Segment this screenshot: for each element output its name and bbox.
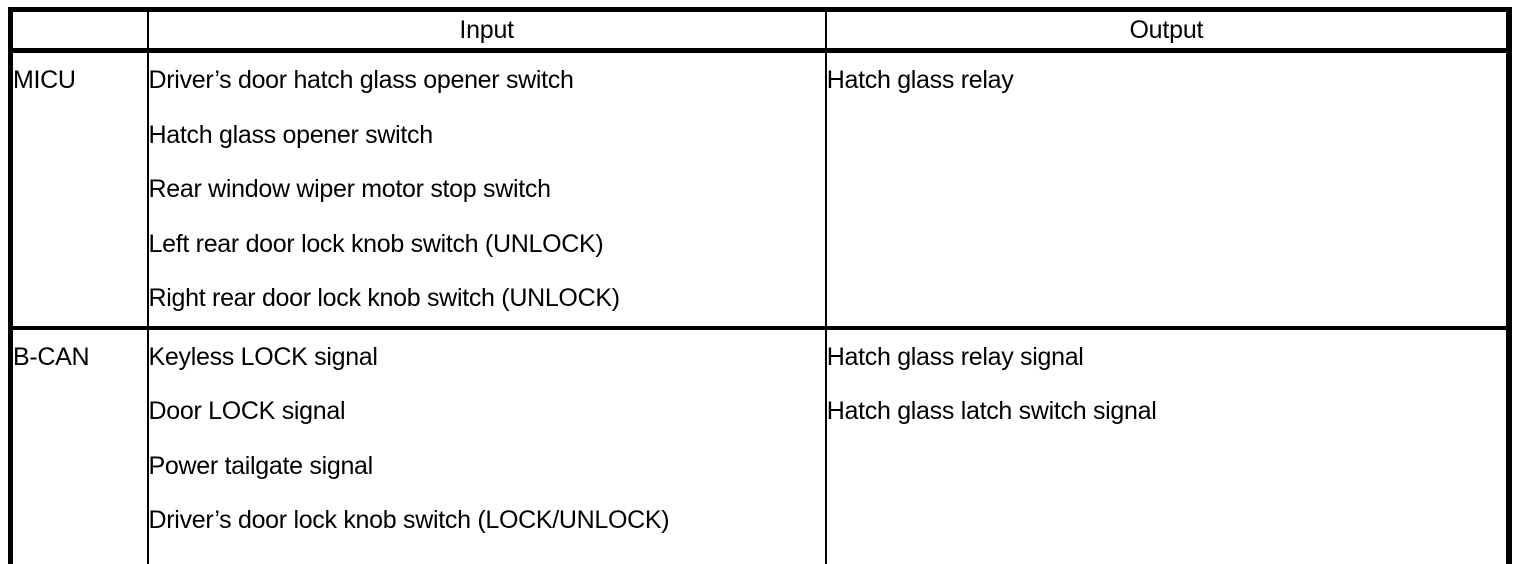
input-item: Right rear door lock knob switch (UNLOCK… [148,284,621,312]
module-label: MICU [13,66,76,94]
input-item: Keyless LOCK signal [148,342,378,371]
cell-output-bcan: Hatch glass relay signal Hatch glass lat… [826,328,1509,564]
input-item: Door LOCK signal [148,397,346,425]
input-item: Hatch glass opener switch [148,120,434,149]
input-item: Passenger’s door lock knob switch (LOCK) [149,548,825,564]
output-item: Hatch glass relay [826,66,1014,94]
header-output: Output [825,9,1509,53]
header-row: Input Output [10,9,1509,53]
table-body: MICU Driver’s door hatch glass opener sw… [10,50,1510,564]
table-header: Input Output [10,9,1509,53]
cell-input-bcan: Keyless LOCK signal Door LOCK signal Pow… [147,327,827,564]
cell-module-bcan: B-CAN [10,327,149,564]
input-item: Left rear door lock knob switch (UNLOCK) [148,229,604,258]
input-item: Driver’s door hatch glass opener switch [148,66,574,94]
module-label: B-CAN [13,342,90,371]
cell-output-micu: Hatch glass relay [825,50,1509,330]
input-item: Driver’s door lock knob switch (LOCK/UNL… [148,506,670,534]
header-input: Input [147,9,827,53]
output-item: Hatch glass relay signal [826,342,1084,371]
output-item: Hatch glass latch switch signal [826,397,1157,425]
table-row: B-CAN Keyless LOCK signal Door LOCK sign… [10,327,1510,564]
input-item: Power tailgate signal [148,451,374,480]
table-row: MICU Driver’s door hatch glass opener sw… [10,50,1509,330]
cell-input-micu: Driver’s door hatch glass opener switch … [147,50,827,330]
cell-module-micu: MICU [10,50,149,330]
input-item: Rear window wiper motor stop switch [148,175,551,203]
input-output-table: Input Output MICU Driver’s door hatch gl… [8,7,1512,564]
header-module-blank [10,9,149,53]
